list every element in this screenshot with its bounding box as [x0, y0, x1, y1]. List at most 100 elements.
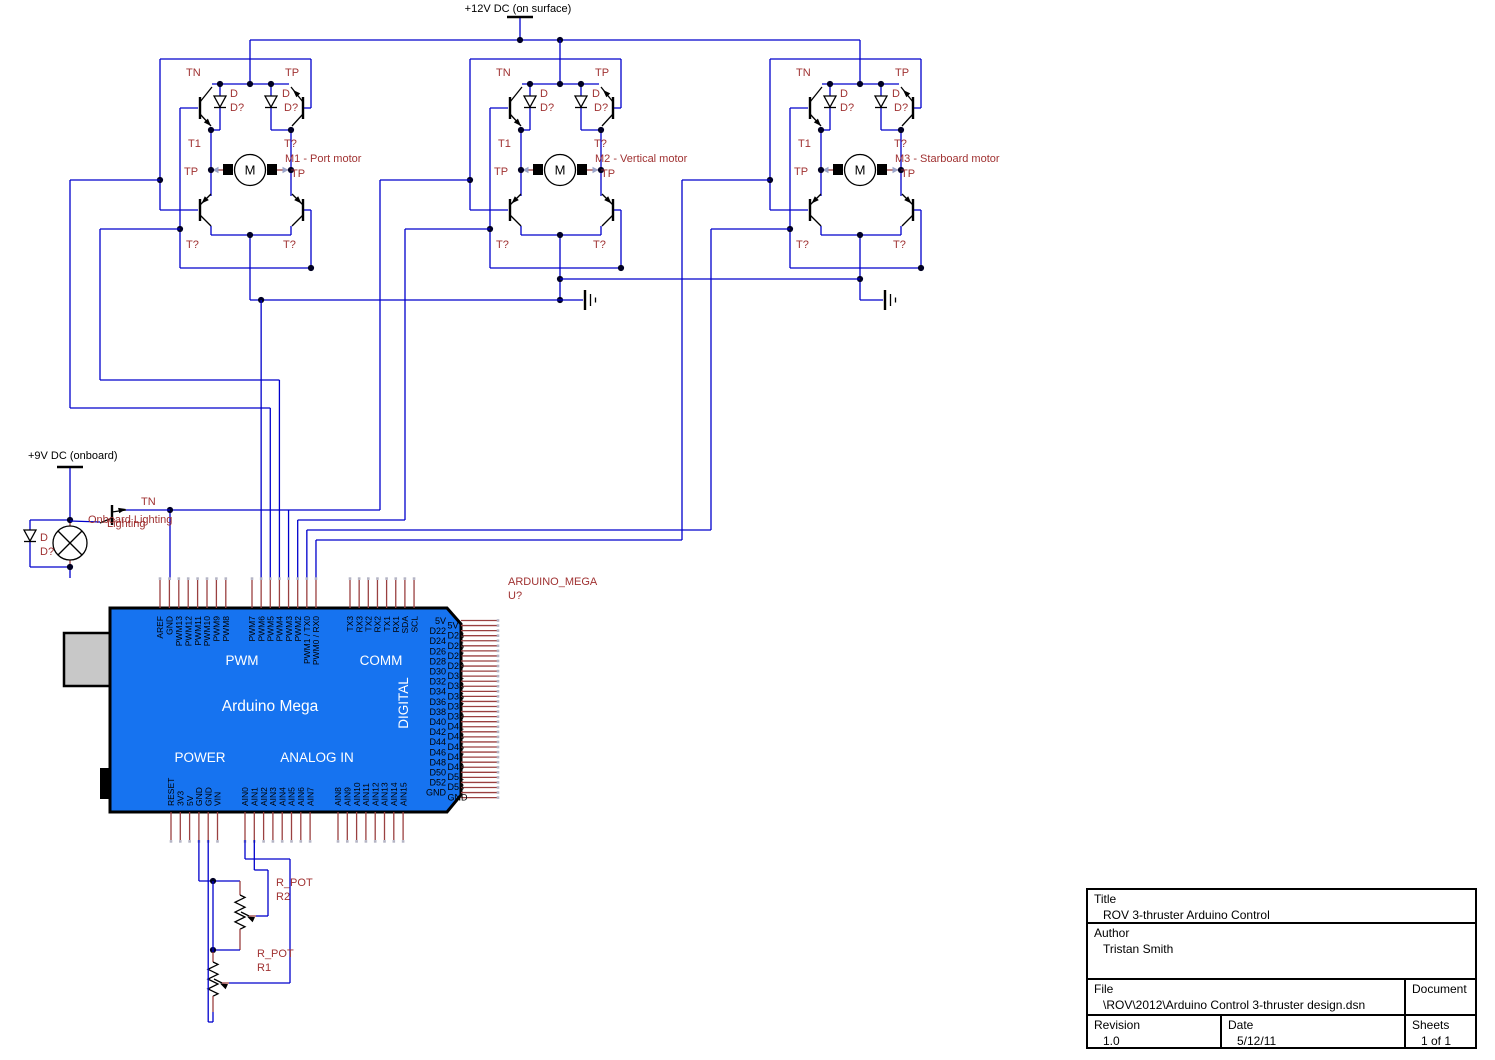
pin-label: 3V3 [176, 791, 186, 806]
pin-label: TX1 [382, 616, 392, 632]
pin-tip [290, 840, 293, 843]
pin-tip [496, 684, 500, 688]
pin-tip [196, 577, 199, 580]
pin-label: AIN6 [296, 787, 306, 806]
pin-label: D26 [429, 646, 446, 656]
pin-label: AIN10 [352, 782, 362, 806]
junction-dot [517, 166, 525, 174]
pin-label: D30 [429, 667, 446, 677]
diode-icon [873, 95, 889, 109]
junction-dot [577, 80, 585, 88]
pin-label: D44 [429, 737, 446, 747]
arrowhead [811, 196, 819, 204]
pin-tip [296, 577, 299, 580]
diode-icon [22, 529, 38, 543]
transistor-tn-label: TN [796, 67, 811, 79]
pin-tip [268, 577, 272, 580]
pin-tip [250, 577, 254, 580]
pin-label: D48 [429, 757, 446, 767]
pin-label: PWM9 [212, 616, 222, 642]
label: D? [284, 102, 298, 114]
pin-tip [496, 679, 500, 683]
author-label: Author [1094, 926, 1130, 940]
motor-terminal [577, 164, 587, 175]
pin-label: SDA [400, 616, 410, 634]
pot-type-label: R_POT [257, 948, 294, 960]
transistor-tn-label: TN [186, 67, 201, 79]
document-label: Document [1412, 982, 1467, 996]
pin-tip [496, 730, 500, 734]
junction-dot [556, 231, 564, 239]
pin-label: D22 [429, 626, 446, 636]
pin-tip [496, 654, 500, 658]
pin-tip [188, 840, 191, 843]
label: T? [894, 138, 907, 150]
junction-dot [897, 126, 905, 134]
pin-tip [496, 745, 500, 749]
pin-tip [496, 634, 500, 637]
section-digital-label: DIGITAL [396, 677, 411, 729]
junction-dot [216, 80, 224, 88]
label: D [230, 88, 238, 100]
label: TP [494, 166, 508, 178]
arrowhead [247, 916, 255, 923]
pin-tip [496, 669, 500, 673]
component-refdes-label: U? [508, 590, 522, 602]
pin-label: D42 [429, 727, 446, 737]
motor-m-label: M [855, 163, 866, 178]
pin-label: D41 [448, 722, 465, 732]
junction-dot [207, 166, 215, 174]
wire [199, 86, 213, 103]
pin-tip [496, 760, 500, 764]
pin-tip [496, 720, 500, 723]
pin-tip [367, 577, 370, 580]
pin-tip [385, 577, 388, 580]
pin-arrow-icon [212, 166, 219, 174]
pin-label: D24 [429, 636, 446, 646]
pin-label: PWM12 [183, 616, 193, 647]
pin-label: D31 [448, 671, 465, 681]
diode-icon [822, 95, 838, 109]
pin-tip [259, 577, 263, 580]
pin-tip [496, 629, 500, 632]
pin-tip [496, 710, 500, 713]
pin-label: TX3 [345, 616, 355, 632]
onboard-lighting-label-overlap: Lighting [107, 518, 146, 530]
diode-icon [573, 95, 589, 109]
pin-label: PWM0 / RX0 [311, 616, 321, 665]
pin-label: GND [426, 788, 447, 798]
motor-circle [543, 153, 577, 187]
label: D? [594, 102, 608, 114]
wire [99, 517, 113, 524]
label: TP [291, 168, 305, 180]
wire [809, 214, 822, 227]
arrowhead [511, 196, 519, 204]
pin-label: AIN4 [277, 787, 287, 806]
junction-dot [66, 563, 74, 571]
junction-dot [826, 80, 834, 88]
pot-ref-label: R1 [257, 962, 271, 974]
label: T? [796, 239, 809, 251]
pin-tip [179, 840, 182, 843]
pin-label: GND [194, 787, 204, 806]
pin-label: PWM3 [284, 616, 294, 642]
wire [809, 86, 823, 103]
onboard-lighting-label: Onboard Lighting [88, 514, 172, 526]
pin-label: PWM1 / TX0 [302, 616, 312, 664]
junction-dot [897, 166, 905, 174]
motor-m-label: M [245, 163, 256, 178]
pin-label: AIN7 [305, 787, 315, 806]
pin-label: D28 [429, 656, 446, 666]
pin-label: PWM7 [247, 616, 257, 642]
title-block: Title ROV 3-thruster Arduino Control Aut… [1086, 888, 1477, 1049]
transistor-tn-label: TN [496, 67, 511, 79]
date-label: Date [1228, 1018, 1254, 1032]
component-ref-label: ARDUINO_MEGA [508, 576, 598, 588]
motor-name-label: M2 - Vertical motor [595, 153, 688, 165]
title-label: Title [1094, 892, 1117, 906]
arrowhead [293, 90, 301, 98]
author-cell: Author Tristan Smith [1088, 922, 1475, 978]
